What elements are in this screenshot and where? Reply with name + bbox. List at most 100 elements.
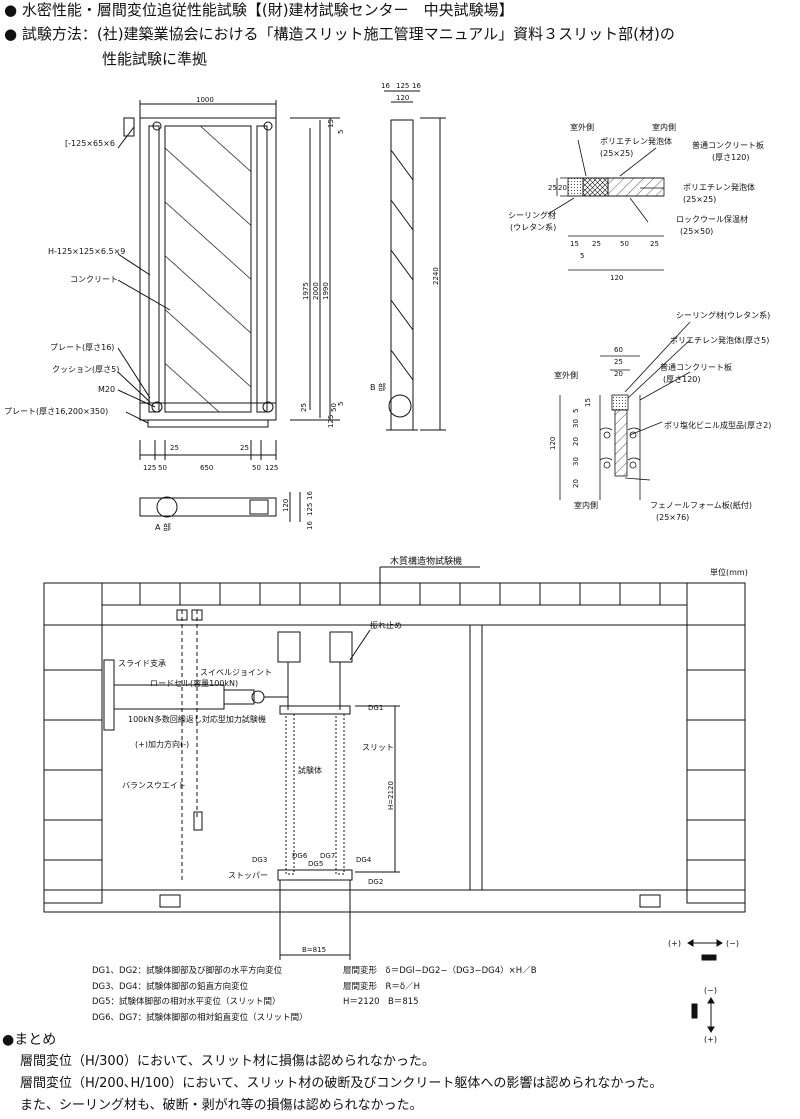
d2-left-20b: 20 [572, 479, 580, 488]
legend-line: DG6、DG7：試験体脚部の相対鉛直変位（スリット間） [92, 1012, 308, 1023]
d2-left-30b: 30 [572, 457, 580, 466]
d1-concrete-thk: (厚さ120) [712, 153, 750, 162]
rockwool-block [607, 177, 665, 197]
height-5-top: 5 [337, 130, 345, 134]
top-clamp-left [277, 631, 301, 663]
a-part-16-top: 16 [306, 491, 314, 500]
d2-pe-foam-label: ポリエチレン発泡体(厚さ5) [670, 335, 769, 345]
height-5-bottom: 5 [337, 402, 345, 406]
loading-beam [279, 705, 351, 715]
slit-detail-vertical-text: シーリング材(ウレタン系) ポリエチレン発泡体(厚さ5) 普通コンクリート板 (… [549, 310, 771, 522]
d1-left-25: 25 [548, 184, 557, 192]
gauge-dg1: DG1 [368, 704, 383, 712]
a-part-label: A 部 [155, 522, 171, 532]
d2-concrete-label: 普通コンクリート板 [660, 362, 732, 372]
header-title: ● 水密性能・層間変位追従性能試験【(財)建材試験センター 中央試験場】 [4, 1, 514, 19]
dir-plus-h: (+) [668, 939, 681, 948]
rig-reaction-column [469, 624, 483, 891]
gauge-dg6: DG6 [292, 852, 308, 860]
rig-top-beam [101, 582, 688, 606]
slide-bearing-label: スライド支承 [118, 658, 166, 668]
legend-line: DG3、DG4：試験体脚部の鉛直方向変位 [92, 981, 249, 992]
top-clamp-right [329, 631, 353, 663]
anti-sway-label: 振れ止め [370, 620, 402, 630]
a-part-120: 120 [282, 499, 290, 512]
d1-total-120: 120 [610, 274, 623, 282]
bottom-dim-50-left: 50 [158, 464, 167, 472]
d2-left-120: 120 [549, 437, 557, 450]
b-dimension: B=815 [302, 946, 326, 954]
side-height-2240: 2240 [432, 267, 440, 285]
a-part-plan [139, 497, 277, 517]
summary-line: 層間変位（H/300）において、スリット材に損傷は認められなかった。 [20, 1054, 435, 1069]
height-50: 50 [330, 403, 338, 412]
slit-right [335, 713, 345, 875]
gauge-dg4: DG4 [356, 856, 372, 864]
concrete-panel-outline [164, 125, 252, 413]
slit-left [285, 713, 295, 875]
side-view-text: 16 125 16 120 2240 B 部 [370, 82, 440, 392]
d1-left-20: 20 [558, 184, 567, 192]
base-plate-label: プレート(厚さ16,200×350) [4, 407, 108, 416]
unit-label: 単位(mm) [710, 567, 748, 577]
summary-line: また、シーリング材も、破断・剥がれ等の損傷は認められなかった。 [20, 1098, 423, 1113]
load-direction-label: (+)加力方向(-) [135, 739, 189, 749]
load-cell-label: ロードセル(容量100kN) [150, 678, 238, 688]
d2-left-5: 5 [572, 409, 580, 413]
d1-pe-foam-size: (25×25) [600, 149, 633, 158]
header-test-method: ● 試験方法：(社)建築業協会における「構造スリット施工管理マニュアル」資料３ス… [4, 25, 675, 43]
gauge-dg2: DG2 [368, 878, 383, 886]
dim-25-right: 25 [240, 444, 249, 452]
b-part-circle [388, 394, 412, 418]
front-elevation [117, 100, 340, 522]
plate16-label: プレート(厚さ16) [50, 343, 114, 352]
d2-indoor: 室内側 [574, 500, 598, 510]
rig-top-beam-lower [101, 604, 688, 626]
slit-label: スリット [362, 743, 394, 752]
side-dim-16a: 16 [381, 82, 390, 90]
pe-foam-block [582, 177, 609, 197]
bolt-right [262, 401, 274, 413]
d1-pe-foam2-size: (25×25) [683, 195, 716, 204]
formula-line: 層間変形 R＝δ／H [343, 981, 420, 992]
direction-arrows [687, 939, 723, 1033]
d2-concrete-thk: (厚さ120) [663, 375, 701, 384]
height-125: 125 [327, 415, 335, 428]
sealant-block [567, 177, 584, 197]
a-part-circle [156, 496, 178, 518]
rig-left-column [43, 582, 103, 904]
stopper-label: ストッパー [228, 871, 268, 880]
height-25: 25 [300, 403, 308, 412]
height-1990: 1990 [322, 282, 330, 300]
right-column [256, 125, 268, 413]
front-width-label: 1000 [196, 96, 214, 104]
slit-detail-horizontal-text: 室外側 室内側 ポリエチレン発泡体 (25×25) 普通コンクリート板 (厚さ1… [508, 122, 764, 282]
load-cell [223, 689, 255, 705]
cushion-label: クッション(厚さ5) [52, 365, 119, 374]
gauge-dg3: DG3 [252, 856, 267, 864]
dir-plus-v: (+) [704, 1035, 717, 1044]
d1-outdoor: 室外側 [570, 122, 594, 132]
gauge-dg7: DG7 [320, 852, 335, 860]
summary-line: 層間変位（H/200､H/100）において、スリット材の破断及びコンクリート躯体… [20, 1076, 663, 1091]
actuator-label: 100kN多数回繰返し対応型加力試験機 [128, 714, 266, 724]
actuator-body [113, 684, 225, 710]
a-part-16-bottom: 16 [306, 521, 314, 530]
channel-label: [-125×65×6 [65, 139, 115, 148]
d2-left-20a: 20 [572, 437, 580, 446]
summary-title: ●まとめ [2, 1032, 57, 1048]
gauge-legend: DG1、DG2：試験体脚部及び脚部の水平方向変位 DG3、DG4：試験体脚部の鉛… [92, 964, 308, 1026]
d1-dim-5: 5 [580, 252, 584, 260]
d1-dim-25a: 25 [592, 240, 601, 248]
balance-weight [193, 811, 203, 831]
d2-phenol-size: (25×76) [656, 513, 689, 522]
test-rig-text: 木質構造物試験機 単位(mm) 振れ止め スライド支承 スイベルジョイント ロー… [118, 555, 748, 1044]
d1-pe-foam: ポリエチレン発泡体 [600, 136, 672, 146]
bolt-left [151, 401, 163, 413]
side-elevation [384, 90, 446, 431]
side-dim-16b: 16 [412, 82, 421, 90]
balance-weight-label: バランスウエイト [122, 781, 186, 790]
specimen-base [277, 869, 353, 881]
test-rig [43, 566, 746, 960]
d2-phenol-label: フェノールフォーム板(紙付) [650, 500, 752, 510]
